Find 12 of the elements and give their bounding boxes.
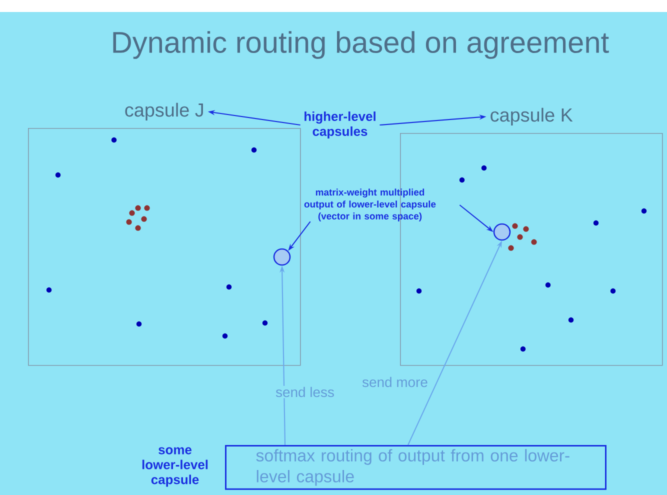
slide-title: Dynamic routing based on agreement: [113, 31, 609, 59]
annotation-text: matrix-weight multiplied output of lower-level capsule (vector in some space): [304, 188, 436, 222]
node-label: capsule K: [490, 108, 573, 126]
node-label: capsule J: [125, 102, 203, 120]
highlight-circle: [273, 248, 291, 266]
side-label: some lower-level capsule: [142, 447, 208, 487]
highlight-circle: [493, 223, 511, 241]
edge-label: send less: [274, 386, 336, 398]
edge-label: send more: [361, 376, 429, 388]
routing-box: softmax routing of output from one lower-level capsule: [225, 444, 606, 490]
capsule-box: capsule J: [28, 102, 301, 366]
annotation-text: higher-level capsules: [304, 111, 376, 138]
